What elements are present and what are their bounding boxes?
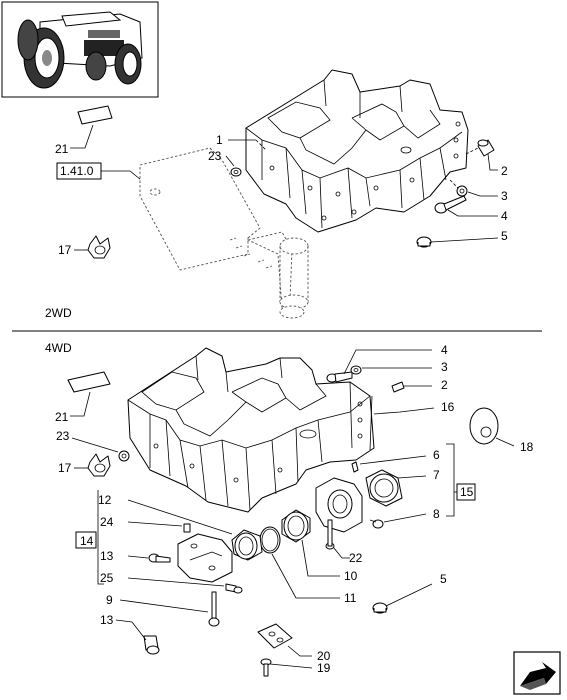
group-box-14: [75, 531, 97, 549]
part-support-block: [315, 477, 363, 533]
callout-9: 9: [106, 593, 113, 607]
part-17-bracket-4wd: [87, 453, 111, 477]
part-21-label-plate-4wd: [67, 371, 111, 393]
callout-10: 10: [344, 569, 358, 583]
next-page-arrow-icon[interactable]: [513, 651, 561, 695]
callout-12: 12: [98, 493, 112, 507]
part-11-o-ring: [259, 526, 281, 554]
callout-8: 8: [433, 507, 440, 521]
section-label-2wd: 2WD: [45, 306, 72, 320]
part-3-washer-4wd: [350, 365, 362, 375]
callout-23-4wd: 23: [56, 429, 70, 443]
callout-21-4wd: 21: [55, 410, 69, 424]
part-18-shim: [469, 407, 499, 445]
part-8-screw: [369, 519, 384, 529]
callout-17: 17: [58, 243, 72, 257]
callout-22: 22: [349, 551, 363, 565]
group-15-bracket: [446, 443, 455, 517]
callout-16: 16: [441, 400, 455, 414]
callout-2-4wd: 2: [441, 378, 448, 392]
callout-11: 11: [344, 591, 357, 605]
part-7-bearing: [365, 469, 403, 507]
callout-6: 6: [433, 448, 440, 462]
part-19-screw: [260, 658, 272, 677]
part-23-washer-4wd: [118, 450, 130, 462]
part-2-pin: [477, 139, 495, 157]
part-5-plug-4wd: [372, 602, 388, 614]
group-box-15: [456, 483, 476, 501]
callout-3: 3: [501, 189, 508, 203]
callout-4-4wd: 4: [441, 343, 448, 357]
callout-21: 21: [55, 142, 69, 156]
callout-25: 25: [100, 571, 114, 585]
callout-24: 24: [100, 515, 114, 529]
part-2-pin-4wd: [391, 381, 405, 393]
callout-13b: 13: [100, 613, 114, 627]
callout-5-4wd: 5: [440, 572, 447, 586]
part-23-washer: [230, 167, 242, 177]
part-1-2wd-housing: [245, 69, 469, 233]
part-5-plug: [416, 236, 432, 248]
part-21-label-plate: [77, 105, 113, 125]
part-22-bolt: [325, 519, 335, 550]
callout-19: 19: [317, 661, 331, 675]
part-10-bushing: [281, 509, 311, 543]
part-4-bolt: [434, 195, 467, 214]
part-12-bushing: [231, 529, 263, 561]
part-17-bracket: [87, 235, 111, 259]
part-24-pin: [183, 523, 191, 533]
callout-18: 18: [520, 440, 534, 454]
callout-17-4wd: 17: [58, 461, 72, 475]
part-13-screw: [148, 553, 171, 563]
part-3-washer: [456, 185, 468, 197]
callout-23: 23: [208, 149, 222, 163]
group-14-bracket: [97, 490, 104, 585]
group-box-15-label: 15: [460, 485, 474, 499]
section-label-4wd: 4WD: [45, 341, 72, 355]
part-9-bolt: [208, 591, 220, 627]
part-13-bolt-lower: [143, 635, 160, 655]
callout-13: 13: [100, 549, 114, 563]
part-6-pin: [351, 461, 359, 473]
part-4-bolt-4wd: [326, 371, 353, 383]
group-box-14-label: 14: [80, 534, 94, 548]
part-20-pad: [257, 623, 293, 649]
callout-2: 2: [501, 164, 508, 178]
callout-7: 7: [433, 468, 440, 482]
part-support-block-lower: [177, 533, 233, 583]
callout-5: 5: [501, 229, 508, 243]
callout-3-4wd: 3: [441, 360, 448, 374]
tractor-thumbnail-icon: [1, 1, 159, 98]
reference-box-label: 1.41.0: [60, 164, 94, 178]
part-16-4wd-housing: [127, 347, 375, 513]
callout-20: 20: [317, 649, 331, 663]
callout-4: 4: [501, 209, 508, 223]
callout-1: 1: [216, 133, 223, 147]
part-25-screw: [225, 583, 243, 594]
front-axle-ghost: [139, 147, 309, 319]
